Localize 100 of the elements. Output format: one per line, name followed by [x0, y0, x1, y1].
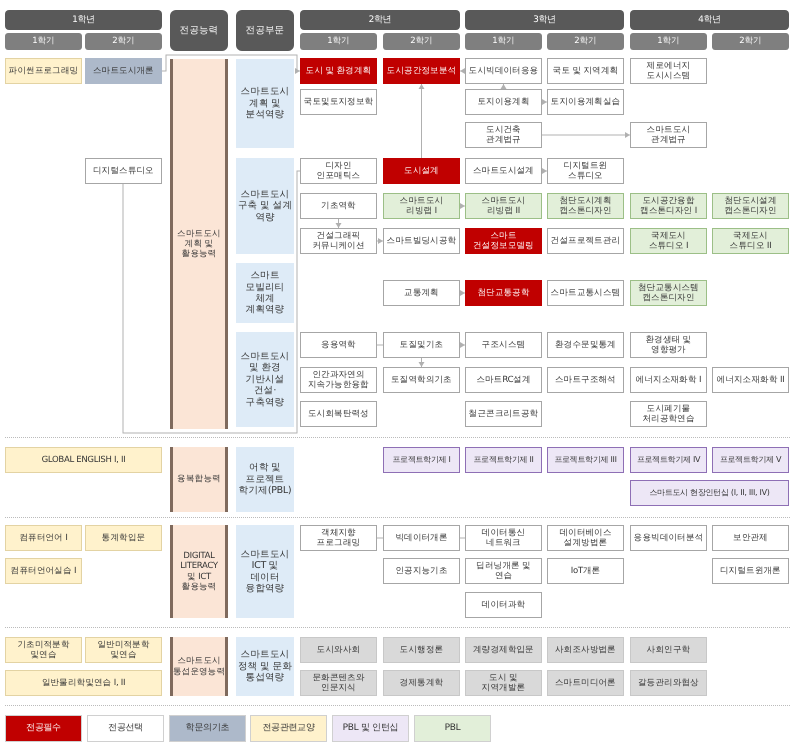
- course-box: 계량경제학입문: [465, 637, 542, 663]
- course-box: 통계학입문: [85, 525, 162, 551]
- competency-bar: 스마트도시 계획 및 활용능력: [170, 59, 228, 429]
- arrow: [542, 168, 548, 174]
- course-box: 디지털트윈개론: [712, 558, 789, 584]
- competency-bar: DIGITAL LITERACY 및 ICT 활용능력: [170, 525, 228, 618]
- course-box: 토질및기초: [383, 332, 460, 358]
- year-header: 1학년: [5, 10, 162, 30]
- semester-header: 2학기: [383, 33, 460, 50]
- connector-line: [122, 170, 300, 434]
- area-box: 스마트도시 구축 및 설계 역량: [236, 158, 294, 254]
- course-box: 기초역학: [300, 193, 377, 219]
- course-box: 건설프로젝트관리: [547, 228, 624, 254]
- semester-header: 2학기: [547, 33, 624, 50]
- arrow: [460, 203, 466, 209]
- course-box: 스마트RC설계: [465, 367, 542, 393]
- course-box: 디지털트윈 스튜디오: [547, 158, 624, 184]
- course-box: GLOBAL ENGLISH I, II: [5, 447, 162, 473]
- year-header: 3학년: [465, 10, 624, 30]
- course-box: 프로젝트학기제 V: [712, 447, 789, 473]
- course-box: 도시행정론: [383, 637, 460, 663]
- course-box: 프로젝트학기제 III: [547, 447, 624, 473]
- course-box: 도시공간융합 캡스톤디자인 I: [630, 193, 707, 219]
- course-box: 스마트미디어론: [547, 670, 624, 696]
- course-box: 도시 및 환경계획: [300, 58, 377, 84]
- arrow: [162, 54, 300, 74]
- legend-item: 학문의기초: [169, 715, 246, 742]
- course-box: 일반물리학및연습 I, II: [5, 670, 162, 696]
- course-box: 국제도시 스튜디오 II: [712, 228, 789, 254]
- course-box: 빅데이터개론: [383, 525, 460, 551]
- column-header: 전공능력: [170, 10, 228, 51]
- semester-header: 1학기: [630, 33, 707, 50]
- arrow: [460, 342, 466, 348]
- course-box: 스마트도시 관계법규: [630, 122, 707, 148]
- course-box: 도시 및 지역개발론: [465, 670, 542, 696]
- course-box: 국토및토지정보학: [300, 89, 377, 115]
- course-box: 인공지능기초: [383, 558, 460, 584]
- year-header: 4학년: [630, 10, 789, 30]
- course-box: 일반미적분학 및연습: [85, 637, 162, 663]
- course-box: 첨단교통시스템 캡스톤디자인: [630, 280, 707, 306]
- course-box: 인간과자연의 지속가능한융합: [300, 367, 377, 393]
- course-box: 갈등관리와협상: [630, 670, 707, 696]
- arrow: [376, 238, 384, 244]
- legend-item: PBL 및 인턴십: [332, 715, 409, 742]
- arrow: [418, 84, 424, 158]
- arrow: [460, 68, 466, 74]
- course-box: 디자인 인포매틱스: [300, 158, 377, 184]
- arrow: [500, 84, 506, 90]
- semester-header: 1학기: [300, 33, 377, 50]
- course-box: 교통계획: [383, 280, 460, 306]
- arrow: [542, 99, 548, 105]
- course-box: 사회조사방법론: [547, 637, 624, 663]
- course-box: 스마트빌딩시공학: [383, 228, 460, 254]
- course-box: 제로에너지 도시시스템: [630, 58, 707, 84]
- course-box: 국제도시 스튜디오 I: [630, 228, 707, 254]
- course-box: 도시건축 관계법규: [465, 122, 542, 148]
- course-box: 첨단교통공학: [465, 280, 542, 306]
- course-box: 응용역학: [300, 332, 377, 358]
- competency-bar: 융복합능력: [170, 447, 228, 512]
- course-box: 스마트도시개론: [85, 58, 162, 84]
- course-box: 도시와사회: [300, 637, 377, 663]
- course-box: 환경수문및통계: [547, 332, 624, 358]
- course-box: 프로젝트학기제 IV: [630, 447, 707, 473]
- arrow: [542, 132, 630, 138]
- course-box: 철근콘크리트공학: [465, 401, 542, 427]
- course-box: 스마트도시 리빙랩 I: [383, 193, 460, 219]
- area-box: 스마트도시 ICT 및 데이터 융합역량: [236, 525, 294, 618]
- course-box: 스마트도시 현장인턴십 (I, II, III, IV): [630, 480, 789, 506]
- semester-header: 2학기: [712, 33, 789, 50]
- course-box: 파이썬프로그래밍: [5, 58, 82, 84]
- area-box: 스마트도시 및 환경 기반시설 건설·구축역량: [236, 332, 294, 427]
- course-box: 구조시스템: [465, 332, 542, 358]
- column-header: 전공부문: [236, 10, 294, 51]
- course-box: 에너지소재화학 II: [712, 367, 789, 393]
- course-box: 스마트교통시스템: [547, 280, 624, 306]
- area-box: 스마트도시 계획 및 분석역량: [236, 59, 294, 148]
- course-box: 도시빅데이터응용: [465, 58, 542, 84]
- course-box: 토지이용계획실습: [547, 89, 624, 115]
- course-box: 첨단도시설계 캡스톤디자인: [712, 193, 789, 219]
- course-box: 사회인구학: [630, 637, 707, 663]
- legend-item: 전공선택: [87, 715, 164, 742]
- legend-item: 전공필수: [5, 715, 82, 742]
- legend-item: 전공관련교양: [250, 715, 327, 742]
- legend-item: PBL: [414, 715, 491, 742]
- course-box: 건설그래픽 커뮤니케이션: [300, 228, 377, 254]
- course-box: IoT개론: [547, 558, 624, 584]
- area-box: 스마트도시 정책 및 문화 통섭역량: [236, 637, 294, 696]
- course-box: 토질역학의기초: [383, 367, 460, 393]
- course-box: 데이터베이스 설계방법론: [547, 525, 624, 551]
- course-box: 컴퓨터언어실습 I: [5, 558, 82, 584]
- course-box: 도시폐기물 처리공학연습: [630, 401, 707, 427]
- course-box: 스마트도시 리빙랩 II: [465, 193, 542, 219]
- course-box: 국토 및 지역계획: [547, 58, 624, 84]
- semester-header: 2학기: [85, 33, 162, 50]
- course-box: 경제통계학: [383, 670, 460, 696]
- course-box: 토지이용계획: [465, 89, 542, 115]
- arrow: [460, 290, 466, 296]
- area-box: 어학 및 프로젝트 학기제(PBL): [236, 447, 294, 512]
- area-box: 스마트 모빌리티 체계 계획역량: [236, 263, 294, 323]
- course-box: 프로젝트학기제 II: [465, 447, 542, 473]
